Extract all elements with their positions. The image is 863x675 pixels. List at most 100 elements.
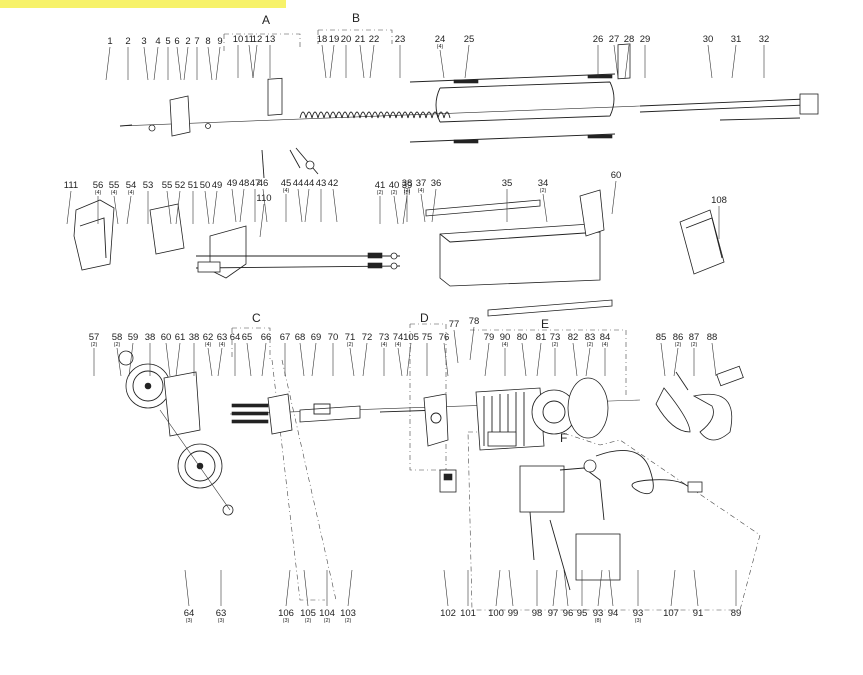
part-number-label: 100 <box>488 608 504 619</box>
part-number-label: 62 <box>203 332 214 343</box>
wedge-guard-111 <box>73 199 115 271</box>
rail-77 <box>487 299 613 317</box>
part-number-label: 43 <box>316 178 327 189</box>
leader-line <box>252 44 258 79</box>
leader-line <box>66 190 72 225</box>
tie-rod-1 <box>409 73 616 83</box>
part-number-label: 79 <box>484 332 495 343</box>
center-shaft <box>119 105 641 127</box>
flange-hole <box>430 412 442 424</box>
ram-cylinder <box>435 81 615 123</box>
part-quantity-label: (4) <box>205 342 212 348</box>
part-number-label: 2 <box>185 36 190 47</box>
part-number-label: 88 <box>707 332 718 343</box>
part-number-label: 23 <box>395 34 406 45</box>
part-number-label: 55 <box>162 180 173 191</box>
pin-bolt <box>119 124 133 127</box>
group-b-outline <box>318 29 393 44</box>
part-number-label: 36 <box>431 178 442 189</box>
wheel-lower-rim <box>184 450 216 482</box>
part-number-label: 8 <box>205 36 210 47</box>
group-c-slant <box>271 359 325 601</box>
part-number-label: 47 <box>250 178 261 189</box>
part-number-label: 97 <box>548 608 559 619</box>
part-number-label: 75 <box>422 332 433 343</box>
part-number-label: 32 <box>759 34 770 45</box>
part-number-label: 22 <box>369 34 380 45</box>
part-number-label: 104 <box>319 608 335 619</box>
part-number-label: 105 <box>403 332 419 343</box>
part-number-label: 99 <box>508 608 519 619</box>
leader-line <box>165 342 171 377</box>
part-number-label: 37 <box>416 178 427 189</box>
wheel-bracket-60 <box>163 371 201 437</box>
leader-line <box>711 342 717 377</box>
wheel-washer <box>222 504 234 516</box>
part-number-label: 76 <box>439 332 450 343</box>
part-quantity-label: (2) <box>675 342 682 348</box>
part-quantity-label: (4) <box>395 342 402 348</box>
part-quantity-label: (2) <box>345 618 352 624</box>
part-number-label: 60 <box>161 332 172 343</box>
switch-102-face <box>443 473 453 481</box>
group-f-outline <box>467 431 761 611</box>
section-letter: C <box>252 311 261 325</box>
return-spring <box>299 111 451 119</box>
wedge-guard-face <box>79 217 107 259</box>
terminal-box <box>487 431 517 447</box>
leader-line <box>362 342 368 377</box>
wiring-bundle <box>529 467 605 591</box>
leader-line <box>299 342 305 377</box>
part-number-label: 105 <box>300 608 316 619</box>
guide-rod-2 <box>195 265 401 269</box>
power-cable-89 <box>595 449 691 495</box>
rod-nut-1 <box>390 252 398 260</box>
part-number-label: 38 <box>189 332 200 343</box>
section-letter: B <box>352 11 360 25</box>
part-number-label: 6 <box>174 36 179 47</box>
part-number-label: 66 <box>261 332 272 343</box>
part-number-label: 40 <box>389 180 400 191</box>
part-number-label: 50 <box>200 180 211 191</box>
leader-line <box>542 193 548 223</box>
part-number-label: 70 <box>328 332 339 343</box>
section-letter: F <box>560 431 567 445</box>
leader-line <box>495 569 501 607</box>
part-number-label: 38 <box>402 178 413 189</box>
rod-30 <box>719 117 801 121</box>
fan-80-inner <box>542 400 566 424</box>
leader-line <box>183 46 189 81</box>
part-quantity-label: (2) <box>587 342 594 348</box>
leader-line <box>443 342 449 377</box>
part-number-label: 10 <box>233 34 244 45</box>
leader-line <box>166 190 172 225</box>
part-number-label: 42 <box>328 178 339 189</box>
leader-line <box>349 347 355 377</box>
part-number-label: 7 <box>194 36 199 47</box>
leader-line <box>215 46 221 81</box>
housing-top <box>439 231 601 243</box>
leader-line <box>731 44 737 79</box>
part-number-label: 46 <box>258 178 269 189</box>
part-quantity-label: (2) <box>305 618 312 624</box>
leader-line <box>184 569 190 607</box>
highlight-strip <box>0 0 286 8</box>
group-c-slant-2 <box>281 359 337 601</box>
motor-fins <box>483 392 525 446</box>
flange-75 <box>423 393 449 447</box>
part-number-label: 96 <box>563 608 574 619</box>
part-number-label: 93 <box>633 608 644 619</box>
part-number-label: 24 <box>435 34 446 45</box>
part-number-label: 85 <box>656 332 667 343</box>
part-number-label: 73 <box>550 332 561 343</box>
leader-line <box>439 49 445 79</box>
pump-spring <box>313 403 331 415</box>
part-number-label: 86 <box>673 332 684 343</box>
part-number-label: 52 <box>175 180 186 191</box>
part-number-label: 107 <box>663 608 679 619</box>
part-number-label: 51 <box>188 180 199 191</box>
part-quantity-label: (3) <box>635 618 642 624</box>
part-number-label: 44 <box>304 178 315 189</box>
part-number-label: 90 <box>500 332 511 343</box>
